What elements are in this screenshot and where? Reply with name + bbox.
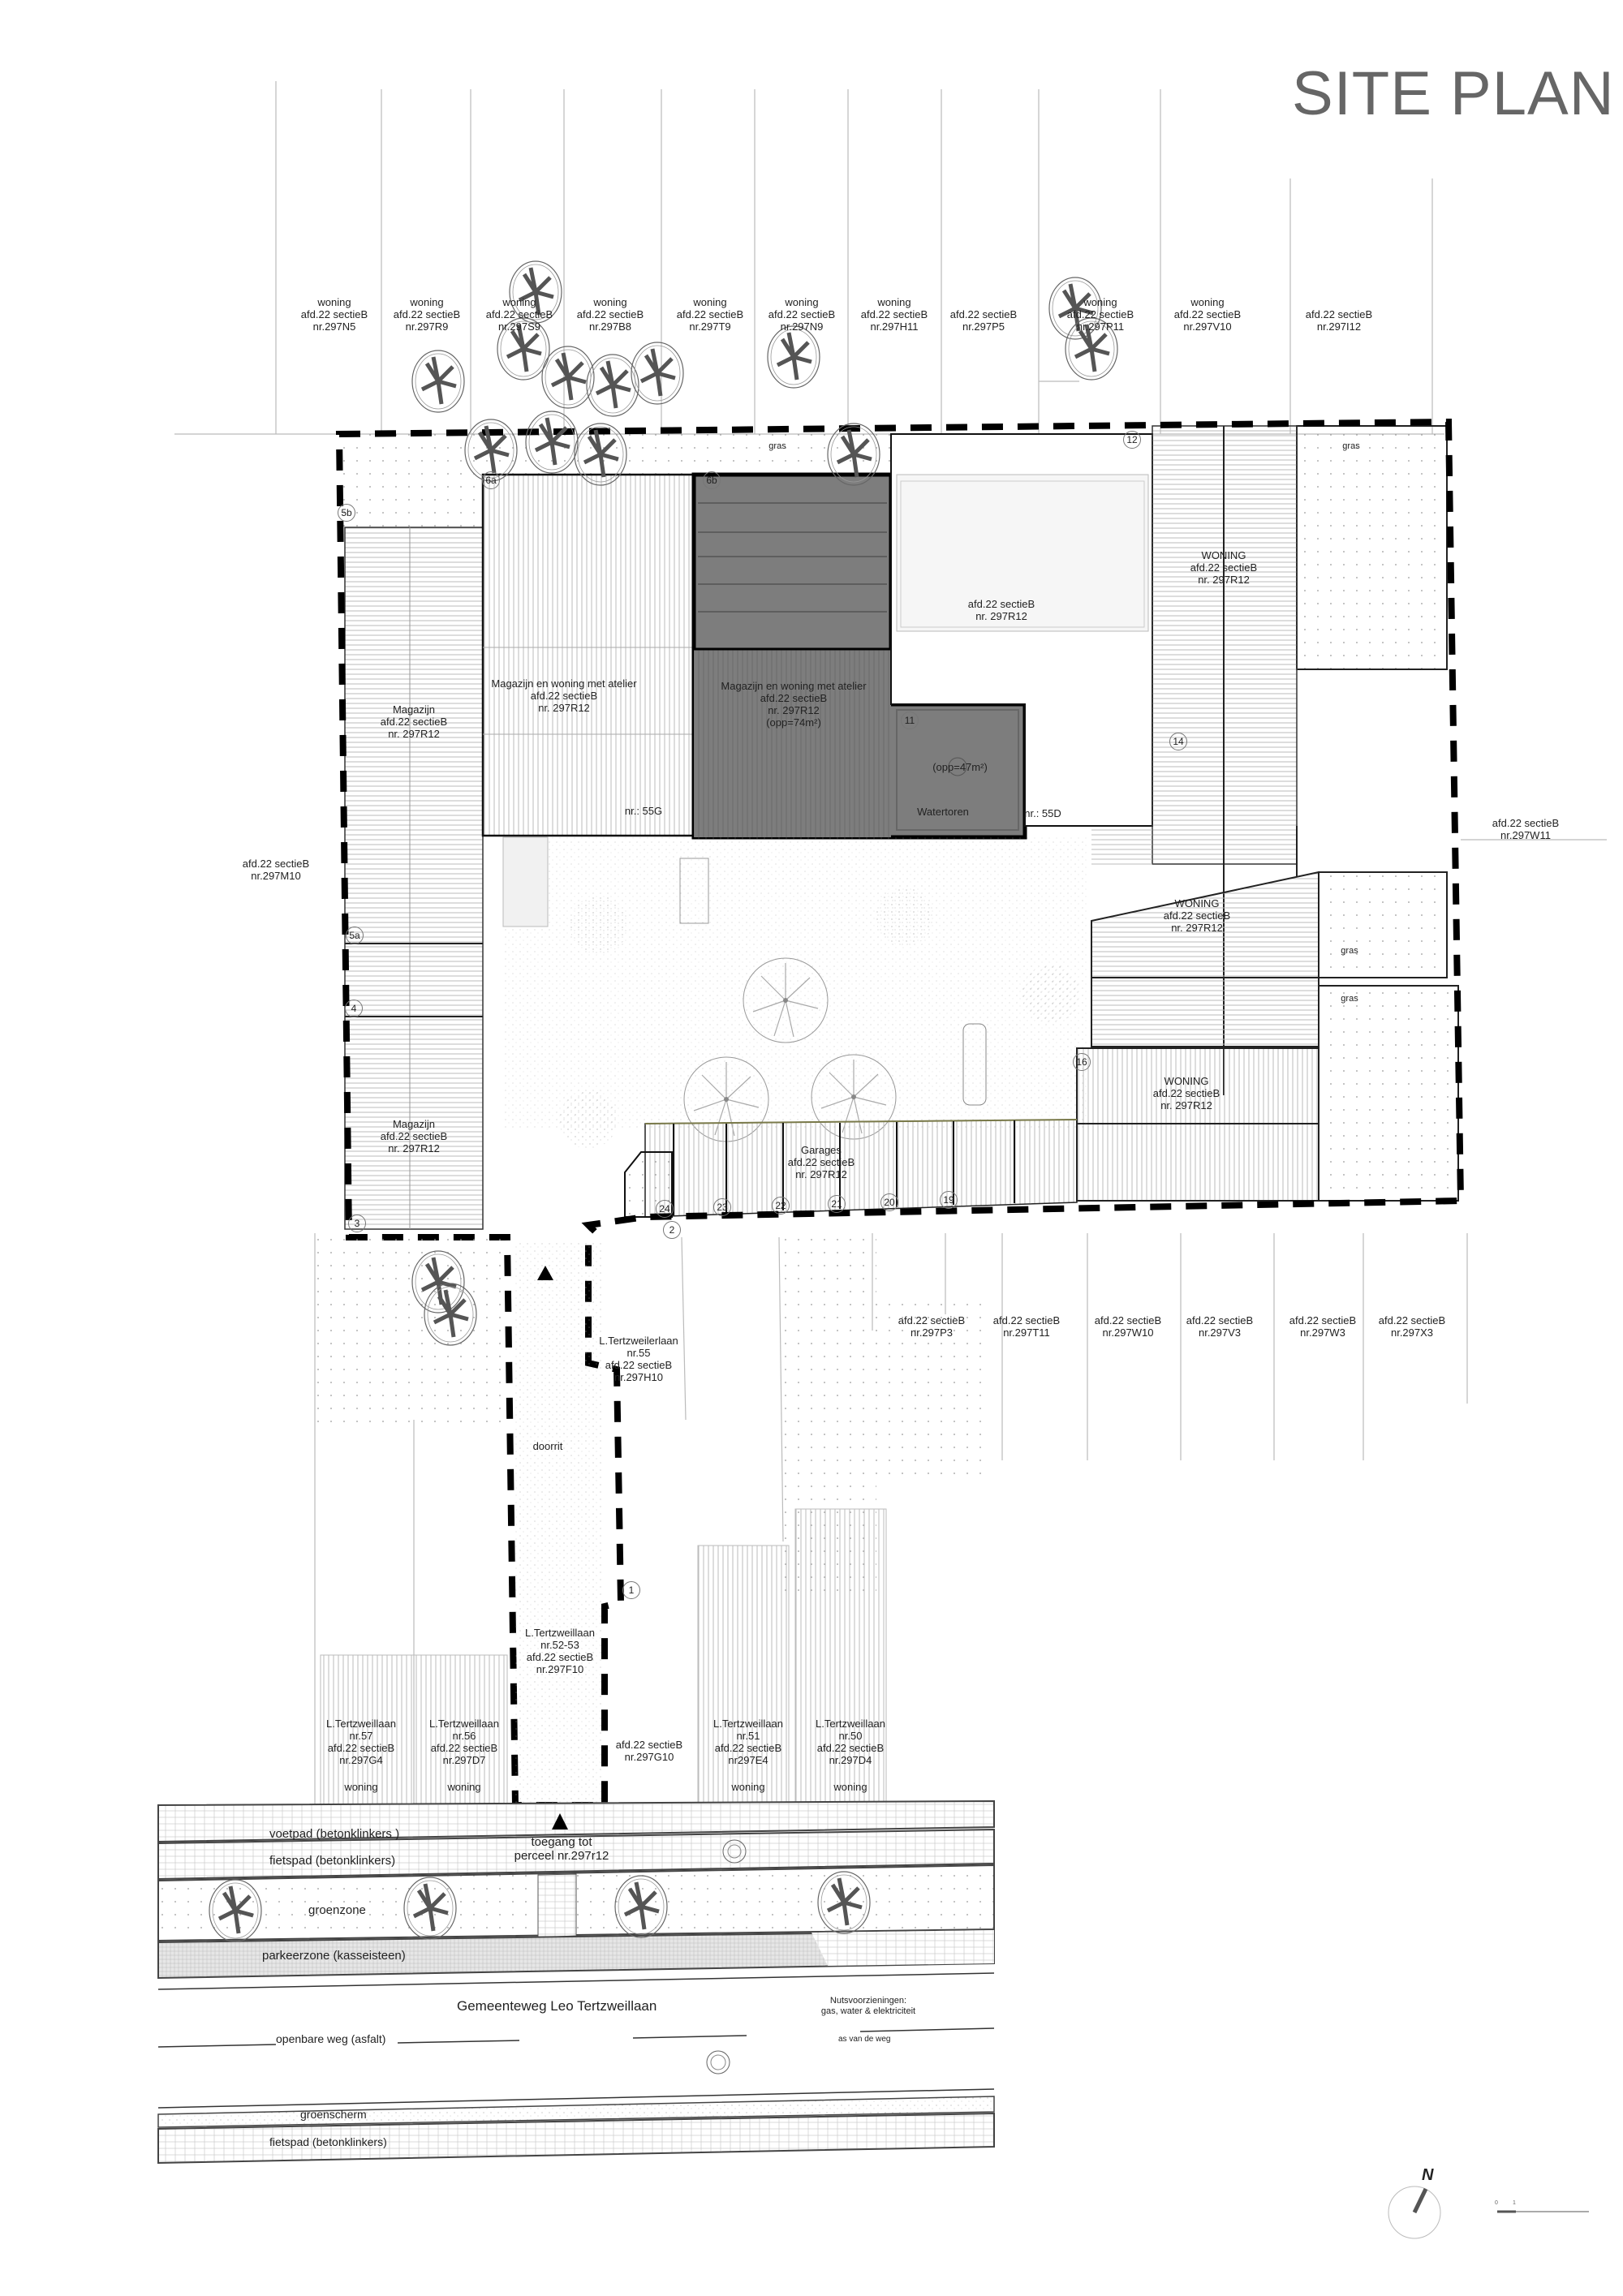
grass-label: gras bbox=[1342, 441, 1360, 451]
point-marker: 6a bbox=[482, 471, 500, 489]
fietspad-top-label: fietspad (betonklinkers) bbox=[269, 1854, 396, 1868]
point-marker: 21 bbox=[828, 1195, 846, 1213]
grass-label: gras bbox=[1341, 994, 1358, 1004]
north-label: N bbox=[1422, 2166, 1434, 2184]
point-marker: 6b bbox=[703, 471, 721, 489]
house-number-55g: nr.: 55G bbox=[624, 805, 663, 817]
north-arrow-icon bbox=[1388, 2186, 1441, 2239]
groenscherm-label: groenscherm bbox=[300, 2108, 367, 2121]
point-marker: 23 bbox=[713, 1198, 731, 1216]
house-number-55d: nr.: 55D bbox=[1024, 807, 1061, 819]
point-marker: 20 bbox=[880, 1193, 898, 1211]
point-marker: 5b bbox=[338, 504, 355, 522]
street-name-label: Gemeenteweg Leo Tertzweillaan bbox=[457, 1998, 657, 2014]
parkeerzone-label: parkeerzone (kasseisteen) bbox=[262, 1949, 406, 1963]
point-marker: 1 bbox=[622, 1581, 640, 1599]
doorrit-label: doorrit bbox=[532, 1440, 563, 1452]
point-marker: 16 bbox=[1073, 1053, 1091, 1071]
point-marker: 22 bbox=[772, 1197, 790, 1215]
point-marker: 12 bbox=[1123, 431, 1141, 449]
voetpad-label: voetpad (betonklinkers ) bbox=[269, 1827, 400, 1841]
point-marker: 24 bbox=[656, 1200, 674, 1218]
point-marker: 3 bbox=[348, 1215, 366, 1232]
scale-1-label: 1 bbox=[1513, 2200, 1516, 2206]
point-marker: 11 bbox=[901, 712, 919, 729]
grass-label: gras bbox=[1341, 946, 1358, 956]
groenzone-label: groenzone bbox=[308, 1903, 366, 1917]
grass-label: gras bbox=[768, 441, 786, 451]
point-marker: 2 bbox=[663, 1221, 681, 1239]
openbare-weg-label: openbare weg (asfalt) bbox=[276, 2032, 386, 2045]
fietspad-bottom-label: fietspad (betonklinkers) bbox=[269, 2135, 387, 2148]
scale-0-label: 0 bbox=[1495, 2200, 1498, 2206]
point-marker: 19 bbox=[940, 1191, 958, 1209]
point-marker: 4 bbox=[345, 1000, 363, 1017]
point-marker: 5a bbox=[346, 927, 364, 944]
watertoren-label: Watertoren bbox=[917, 806, 969, 818]
utilities-label: Nutsvoorzieningen:gas, water & elektrici… bbox=[820, 1996, 916, 2016]
page-title: SITE PLAN bbox=[1292, 59, 1615, 128]
axis-label: as van de weg bbox=[838, 2035, 891, 2044]
watertoren-area: (opp=47m²) bbox=[932, 761, 988, 773]
point-marker: 14 bbox=[1169, 733, 1187, 750]
